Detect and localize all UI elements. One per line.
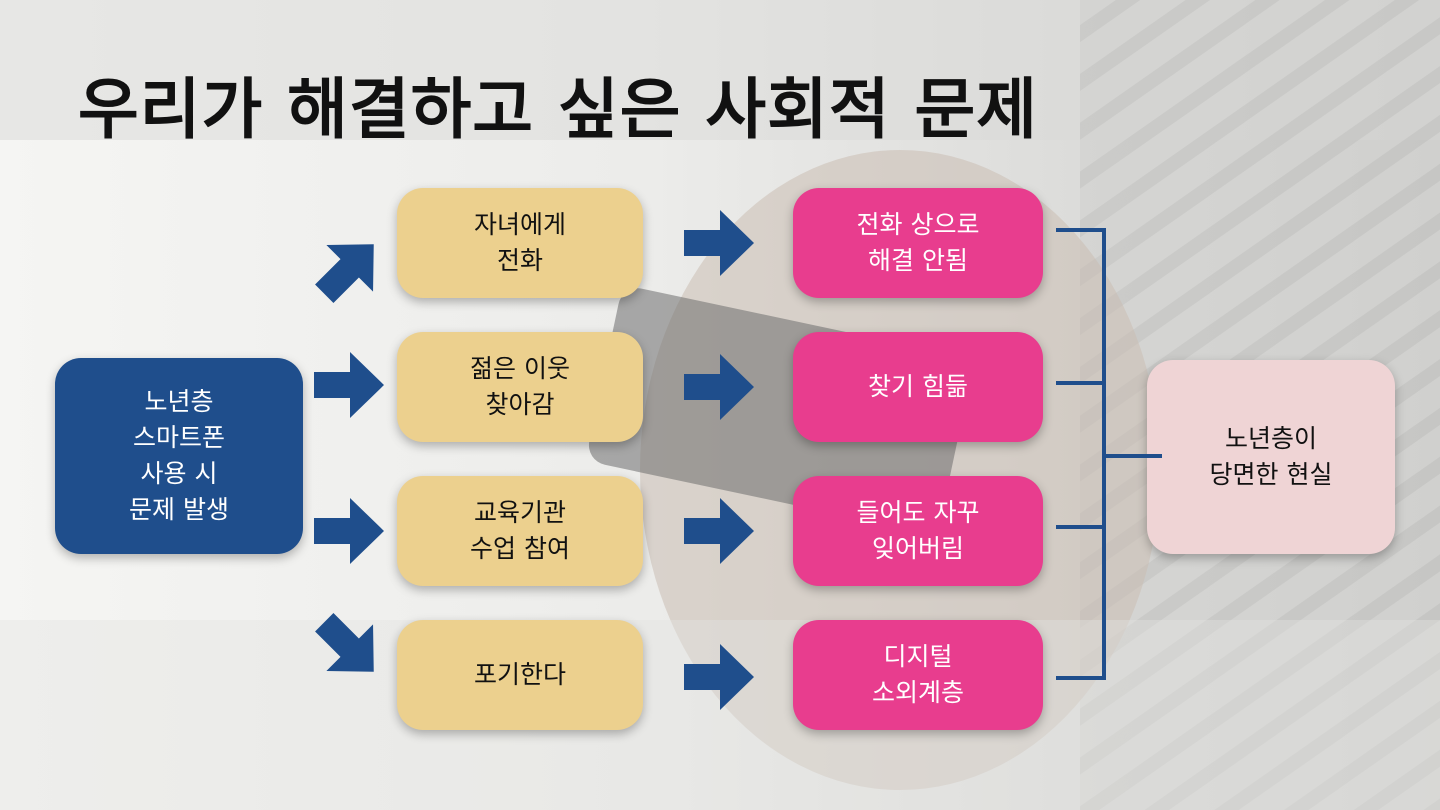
result-label: 들어도 자꾸 잊어버림 xyxy=(856,498,980,563)
result-box-forget: 들어도 자꾸 잊어버림 xyxy=(793,476,1043,586)
arrow-icon xyxy=(684,210,754,276)
final-label: 노년층이 당면한 현실 xyxy=(1209,424,1333,489)
arrow-icon xyxy=(314,352,384,418)
arrow-icon xyxy=(684,644,754,710)
action-label: 자녀에게 전화 xyxy=(473,210,566,275)
start-box: 노년층 스마트폰 사용 시 문제 발생 xyxy=(55,358,303,554)
action-box-attend-class: 교육기관 수업 참여 xyxy=(397,476,643,586)
start-label: 노년층 스마트폰 사용 시 문제 발생 xyxy=(129,387,229,524)
result-label: 찾기 힘듦 xyxy=(868,372,968,401)
final-box: 노년층이 당면한 현실 xyxy=(1147,360,1395,554)
result-label: 디지털 소외계층 xyxy=(871,642,964,707)
action-box-call-children: 자녀에게 전화 xyxy=(397,188,643,298)
result-box-digital-divide: 디지털 소외계층 xyxy=(793,620,1043,730)
action-label: 포기한다 xyxy=(473,660,566,689)
result-box-hard-to-find: 찾기 힘듦 xyxy=(793,332,1043,442)
result-box-unresolved: 전화 상으로 해결 안됨 xyxy=(793,188,1043,298)
arrow-icon xyxy=(315,244,374,303)
arrow-icon xyxy=(684,498,754,564)
action-box-give-up: 포기한다 xyxy=(397,620,643,730)
action-label: 젊은 이웃 찾아감 xyxy=(470,354,570,419)
arrow-icon xyxy=(684,354,754,420)
action-label: 교육기관 수업 참여 xyxy=(470,498,570,563)
arrow-icon xyxy=(314,498,384,564)
result-label: 전화 상으로 해결 안됨 xyxy=(856,210,980,275)
bracket-connector xyxy=(1056,228,1162,680)
action-box-visit-neighbor: 젊은 이웃 찾아감 xyxy=(397,332,643,442)
page-title: 우리가 해결하고 싶은 사회적 문제 xyxy=(78,71,1038,148)
arrow-icon xyxy=(315,613,374,672)
